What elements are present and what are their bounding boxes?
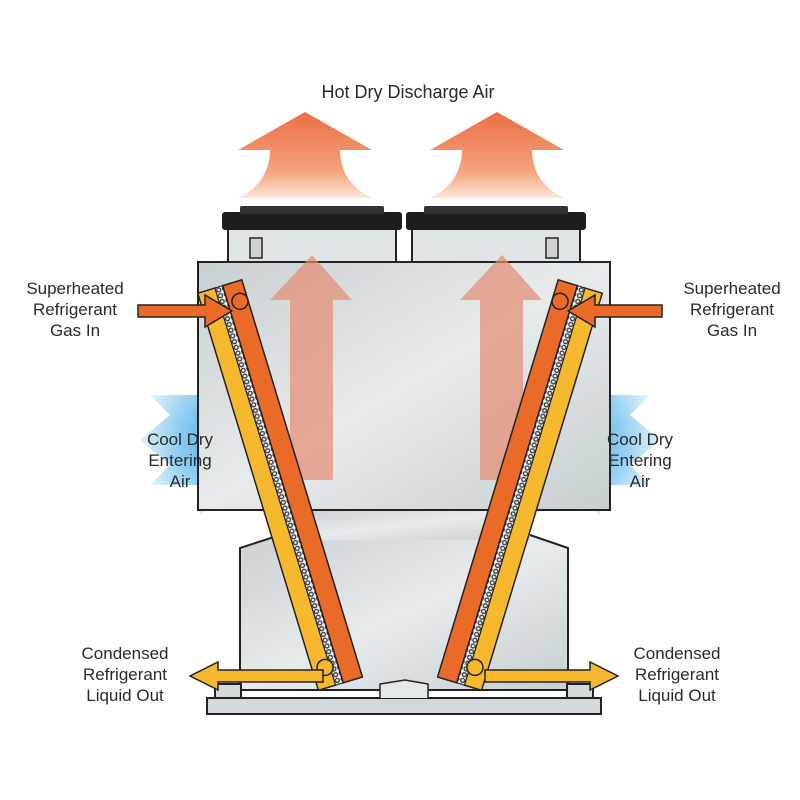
fan-left xyxy=(222,206,402,263)
liquid-out-arrow-left xyxy=(188,660,324,692)
label-line: Liquid Out xyxy=(86,686,164,705)
label-line: Superheated xyxy=(683,279,780,298)
base-plate xyxy=(206,697,602,715)
label-line: Entering xyxy=(608,451,671,470)
label-line: Condensed xyxy=(634,644,721,663)
label-line: Air xyxy=(630,472,651,491)
liquid-out-arrow-right xyxy=(484,660,620,692)
label-line: Liquid Out xyxy=(638,686,716,705)
base-foot-right xyxy=(566,683,594,699)
interior-hot-air-arrow-left xyxy=(270,255,352,480)
liquid-out-label-right: Condensed Refrigerant Liquid Out xyxy=(634,644,721,705)
fan-right xyxy=(406,206,586,263)
label-line: Refrigerant xyxy=(690,300,774,319)
label-line: Refrigerant xyxy=(83,665,167,684)
label-line: Refrigerant xyxy=(635,665,719,684)
discharge-air-arrow-left xyxy=(238,112,372,198)
label-line: Refrigerant xyxy=(33,300,117,319)
gas-in-label-right: Superheated Refrigerant Gas In xyxy=(683,279,780,340)
gas-in-arrow-right xyxy=(566,293,663,329)
label-line: Superheated xyxy=(26,279,123,298)
label-line: Cool Dry xyxy=(147,430,214,449)
gas-in-arrow-left xyxy=(137,293,234,329)
label-line: Gas In xyxy=(50,321,100,340)
discharge-air-arrow-right xyxy=(430,112,564,198)
center-drain xyxy=(379,679,429,698)
label-line: Entering xyxy=(148,451,211,470)
label-line: Air xyxy=(170,472,191,491)
discharge-air-label: Hot Dry Discharge Air xyxy=(321,82,494,102)
coil-left xyxy=(196,278,364,692)
label-line: Condensed xyxy=(82,644,169,663)
air-in-label-right: Cool Dry Entering Air xyxy=(607,430,674,491)
coil-right xyxy=(436,278,604,692)
liquid-out-label-left: Condensed Refrigerant Liquid Out xyxy=(82,644,169,705)
label-line: Gas In xyxy=(707,321,757,340)
base-foot-left xyxy=(214,683,242,699)
air-in-label-left: Cool Dry Entering Air xyxy=(147,430,214,491)
gas-in-label-left: Superheated Refrigerant Gas In xyxy=(26,279,123,340)
label-line: Cool Dry xyxy=(607,430,674,449)
